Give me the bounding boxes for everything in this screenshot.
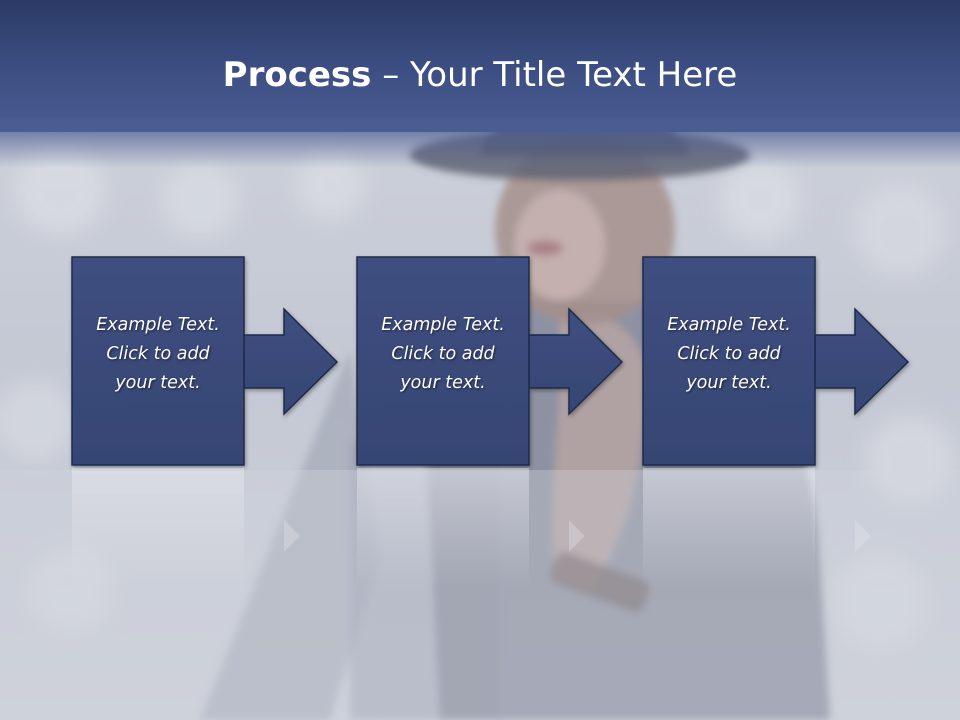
title-rest-text: Your Title Text Here [410, 55, 738, 95]
process-step-2[interactable] [356, 256, 624, 466]
process-step-1[interactable] [71, 256, 339, 466]
process-step-3[interactable] [642, 256, 910, 466]
right-arrow-icon [528, 307, 624, 416]
step-1-text[interactable]: Example Text. Click to add your text. [71, 311, 245, 398]
right-arrow-icon [814, 307, 910, 416]
step-1-line-3: your text. [115, 373, 201, 393]
step-2-line-3: your text. [400, 373, 486, 393]
diagram-reflection [72, 468, 871, 588]
step-3-line-2: Click to add [677, 344, 781, 364]
step-1-line-2: Click to add [106, 344, 210, 364]
step-box [356, 256, 530, 466]
step-box [71, 256, 245, 466]
step-box [642, 256, 816, 466]
step-2-line-1: Example Text. [381, 315, 505, 335]
step-3-text[interactable]: Example Text. Click to add your text. [642, 311, 816, 398]
step-1-line-1: Example Text. [96, 315, 220, 335]
title-bold-text: Process [222, 55, 372, 95]
step-3-line-3: your text. [686, 373, 772, 393]
step-2-line-2: Click to add [391, 344, 495, 364]
title-bar-fade [0, 118, 960, 168]
title-separator: – [371, 55, 411, 95]
title-bar [0, 0, 960, 132]
right-arrow-icon [243, 307, 339, 416]
step-3-line-1: Example Text. [667, 315, 791, 335]
slide-title[interactable]: Process – Your Title Text Here [0, 52, 960, 98]
step-2-text[interactable]: Example Text. Click to add your text. [356, 311, 530, 398]
